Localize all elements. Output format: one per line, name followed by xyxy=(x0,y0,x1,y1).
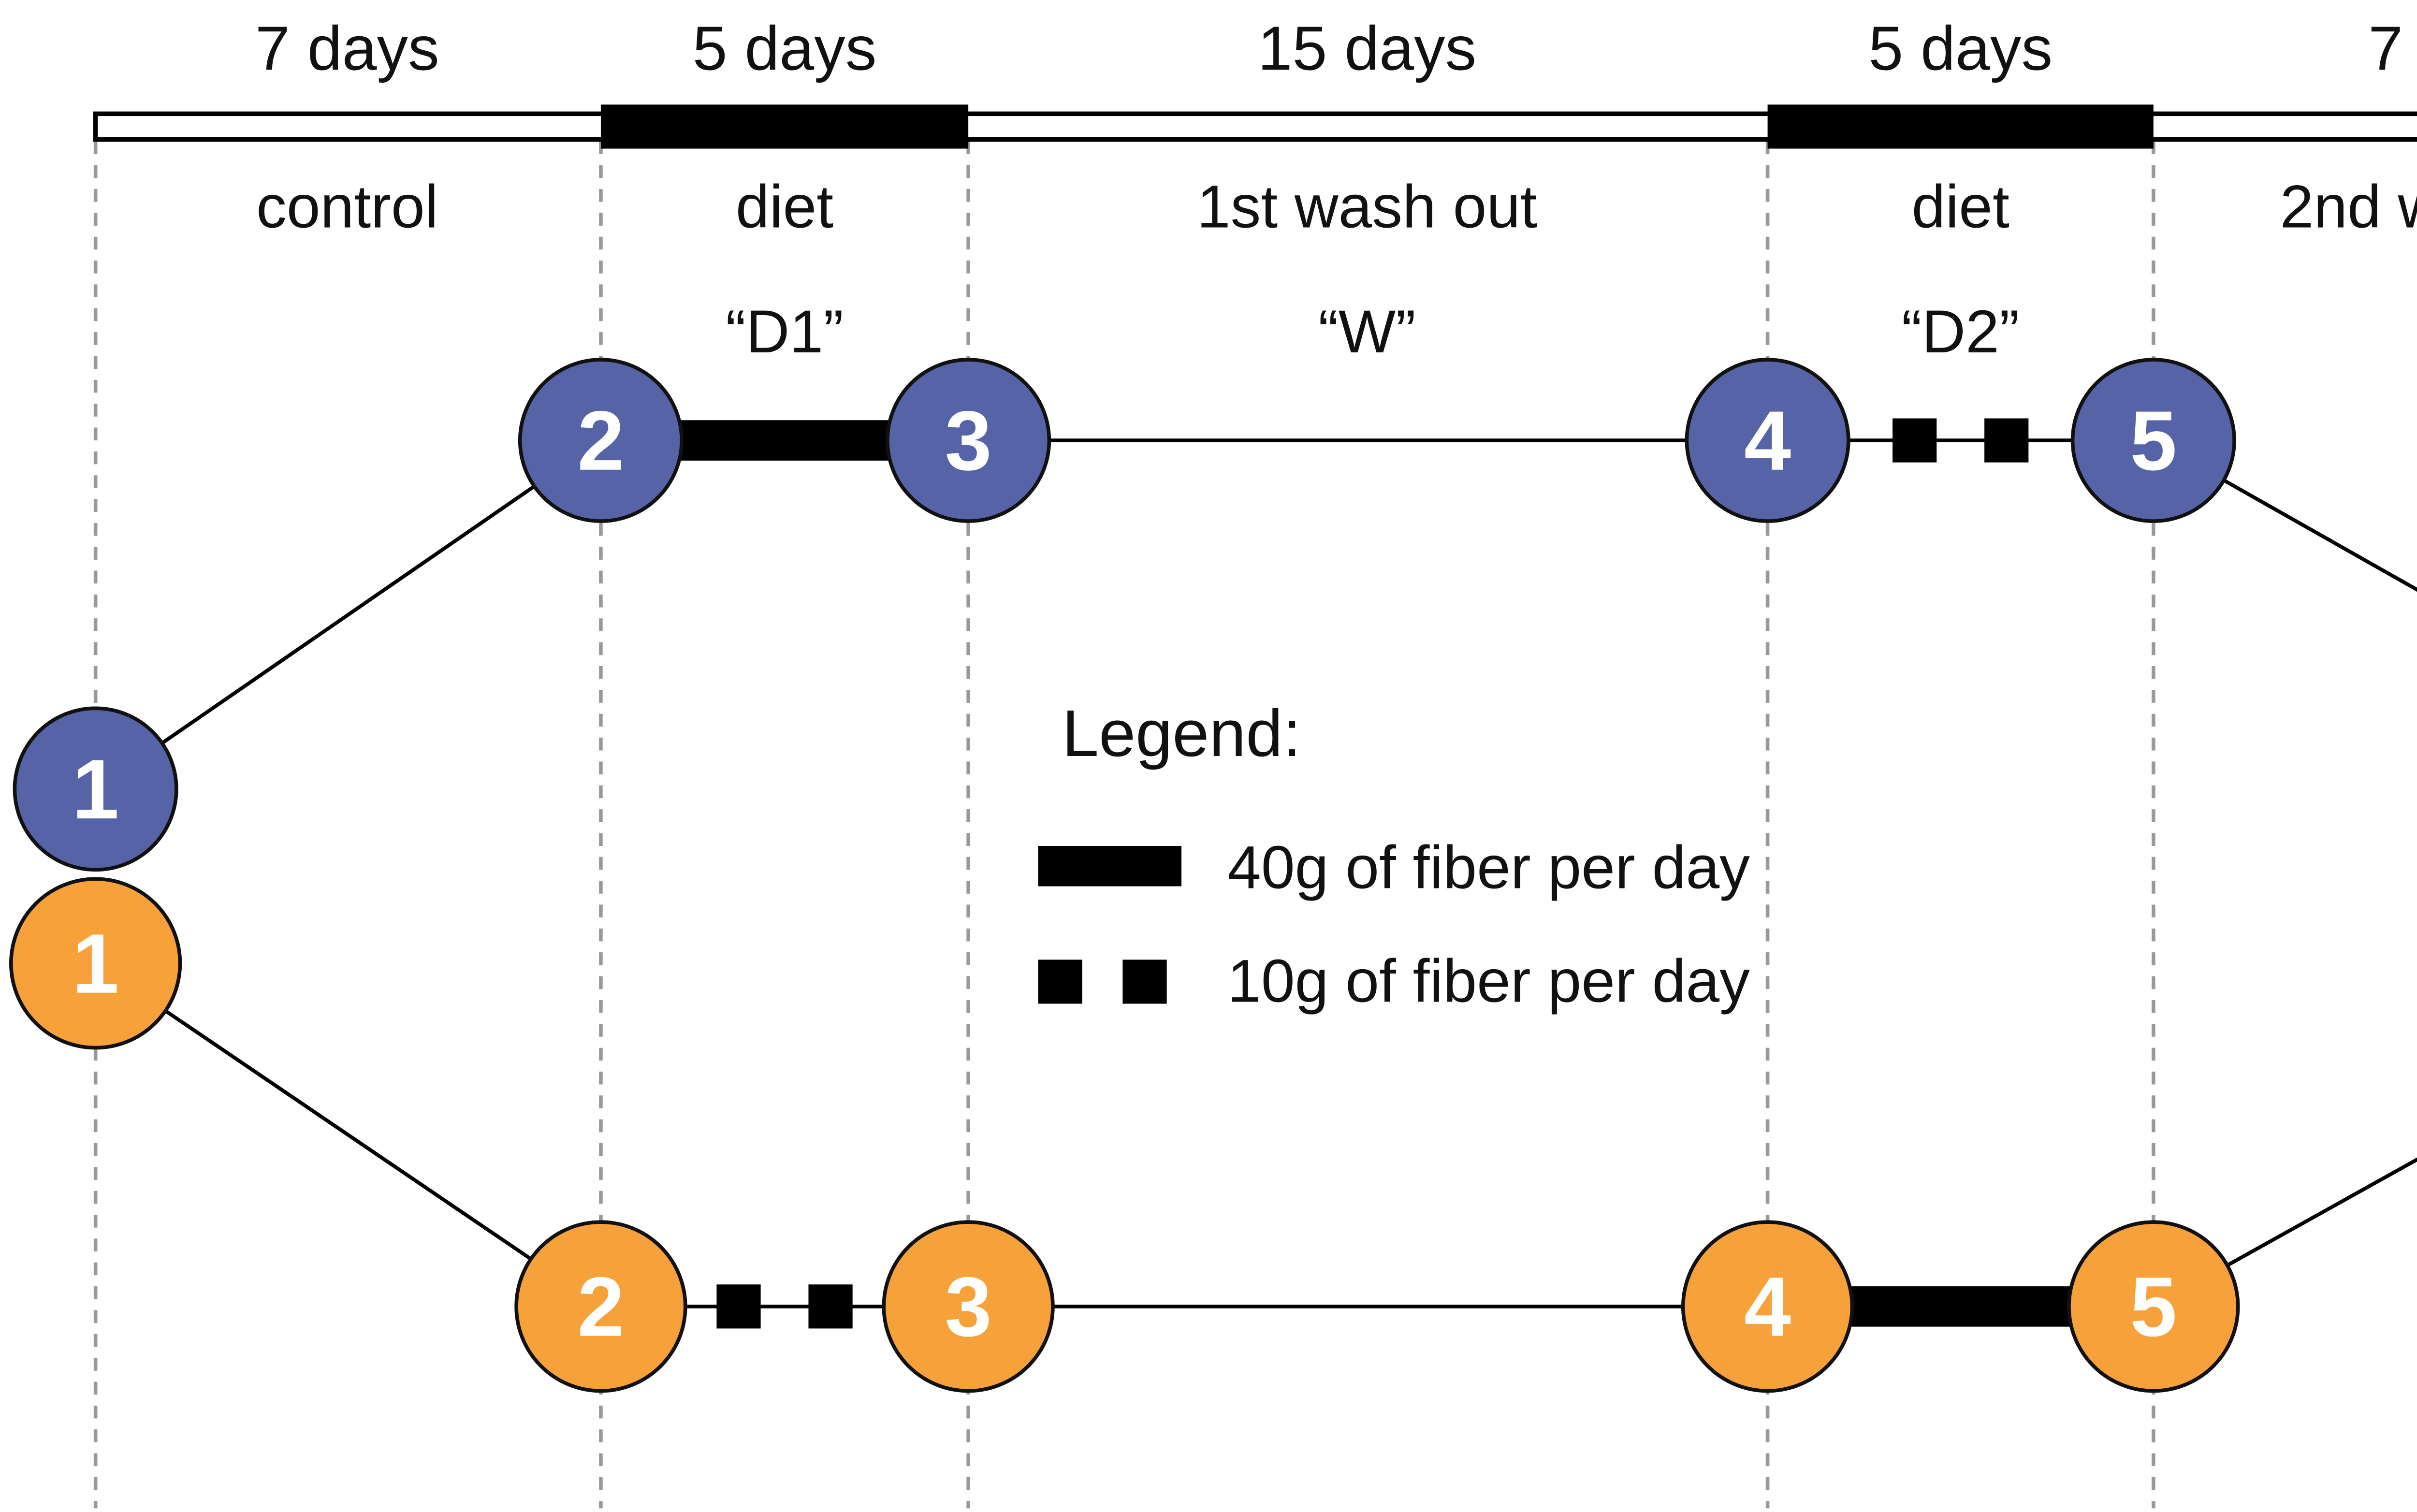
orange-node-4-label: 4 xyxy=(1744,1260,1791,1354)
duration-label: 7 days xyxy=(2368,14,2417,83)
legend-square-icon xyxy=(1038,960,1082,1004)
legend-title: Legend: xyxy=(1062,696,1301,770)
blue-node-4 xyxy=(1685,358,1850,523)
duration-label: 5 days xyxy=(1868,14,2053,83)
period-code-w: “W” xyxy=(1318,298,1416,365)
duration-label: 5 days xyxy=(693,14,877,83)
phase-label: diet xyxy=(736,173,833,241)
orange-node-5-label: 5 xyxy=(2130,1260,2177,1354)
blue-node-2-label: 2 xyxy=(577,394,624,488)
blue-edge-4-5-square-10g xyxy=(1893,418,1937,463)
orange-node-3 xyxy=(882,1220,1055,1393)
orange-arm: 1 2 3 4 5 6 xyxy=(9,877,2417,1393)
blue-node-1-label: 1 xyxy=(72,742,119,837)
blue-node-2 xyxy=(518,358,684,523)
orange-node-4 xyxy=(1681,1220,1854,1393)
orange-node-2-label: 2 xyxy=(577,1260,624,1354)
orange-node-5 xyxy=(2067,1220,2240,1393)
blue-node-1 xyxy=(13,706,178,872)
orange-edge-2-3-square-10g xyxy=(808,1284,853,1329)
phase-label: 2nd wash out xyxy=(2280,173,2417,241)
orange-node-1-label: 1 xyxy=(72,917,119,1011)
orange-edge-1-2 xyxy=(94,961,602,1308)
duration-labels: 7 days 5 days 15 days 5 days 7 days xyxy=(255,14,2417,83)
phase-label: control xyxy=(256,173,438,241)
period-code-d1: “D1” xyxy=(726,298,844,365)
orange-node-2 xyxy=(514,1220,687,1393)
timeline-diet-bar-d1 xyxy=(600,104,969,149)
phase-label: diet xyxy=(1912,173,2009,241)
blue-node-3 xyxy=(886,358,1051,523)
orange-edge-5-6 xyxy=(2152,1157,2417,1308)
orange-node-1 xyxy=(9,877,182,1050)
blue-node-4-label: 4 xyxy=(1744,394,1791,488)
legend-item-label: 40g of fiber per day xyxy=(1227,833,1750,901)
blue-node-5 xyxy=(2070,358,2236,523)
blue-arm: 1 2 3 4 5 6 xyxy=(13,358,2417,872)
blue-edge-5-6 xyxy=(2152,438,2417,592)
blue-edge-1-2 xyxy=(94,438,602,791)
phase-label: 1st wash out xyxy=(1197,173,1537,241)
orange-edge-2-3-square-10g xyxy=(716,1284,761,1329)
blue-node-5-label: 5 xyxy=(2130,394,2177,488)
timeline-bar xyxy=(93,104,2417,149)
blue-node-3-label: 3 xyxy=(945,394,992,488)
duration-label: 7 days xyxy=(255,14,439,83)
phase-labels: control diet 1st wash out diet 2nd wash … xyxy=(256,173,2417,241)
legend-square-icon xyxy=(1122,960,1167,1004)
legend-item-label: 10g of fiber per day xyxy=(1227,947,1750,1015)
legend: Legend: 40g of fiber per day 10g of fibe… xyxy=(1038,696,1750,1015)
orange-node-3-label: 3 xyxy=(945,1260,992,1354)
period-code-labels: “D1” “W” “D2” xyxy=(726,298,2020,365)
timeline-diet-bar-d2 xyxy=(1767,104,2154,149)
legend-thick-bar-icon xyxy=(1038,846,1182,887)
blue-edge-4-5-square-10g xyxy=(1984,418,2029,463)
period-code-d2: “D2” xyxy=(1902,298,2020,365)
duration-label: 15 days xyxy=(1258,14,1477,83)
